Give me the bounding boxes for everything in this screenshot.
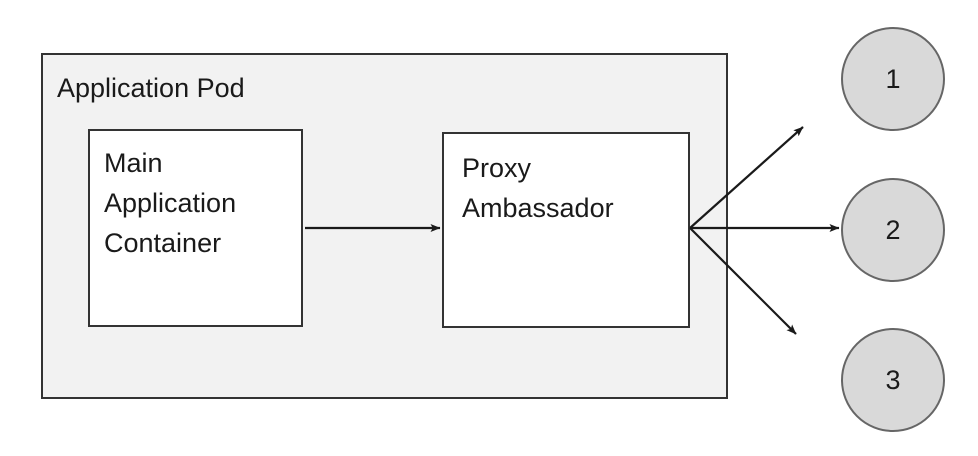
proxy-ambassador-box: Proxy Ambassador [442, 132, 690, 328]
backend-node-1: 1 [841, 27, 945, 131]
application-pod-label: Application Pod [57, 73, 245, 103]
main-application-container-label: Main Application Container [104, 148, 237, 258]
main-application-container-box: Main Application Container [88, 129, 303, 327]
backend-node-1-label: 1 [885, 63, 901, 94]
proxy-ambassador-label: Proxy Ambassador [462, 153, 614, 223]
backend-node-2: 2 [841, 178, 945, 282]
backend-node-3-label: 3 [885, 364, 901, 395]
backend-node-3: 3 [841, 328, 945, 432]
backend-node-2-label: 2 [885, 214, 901, 245]
